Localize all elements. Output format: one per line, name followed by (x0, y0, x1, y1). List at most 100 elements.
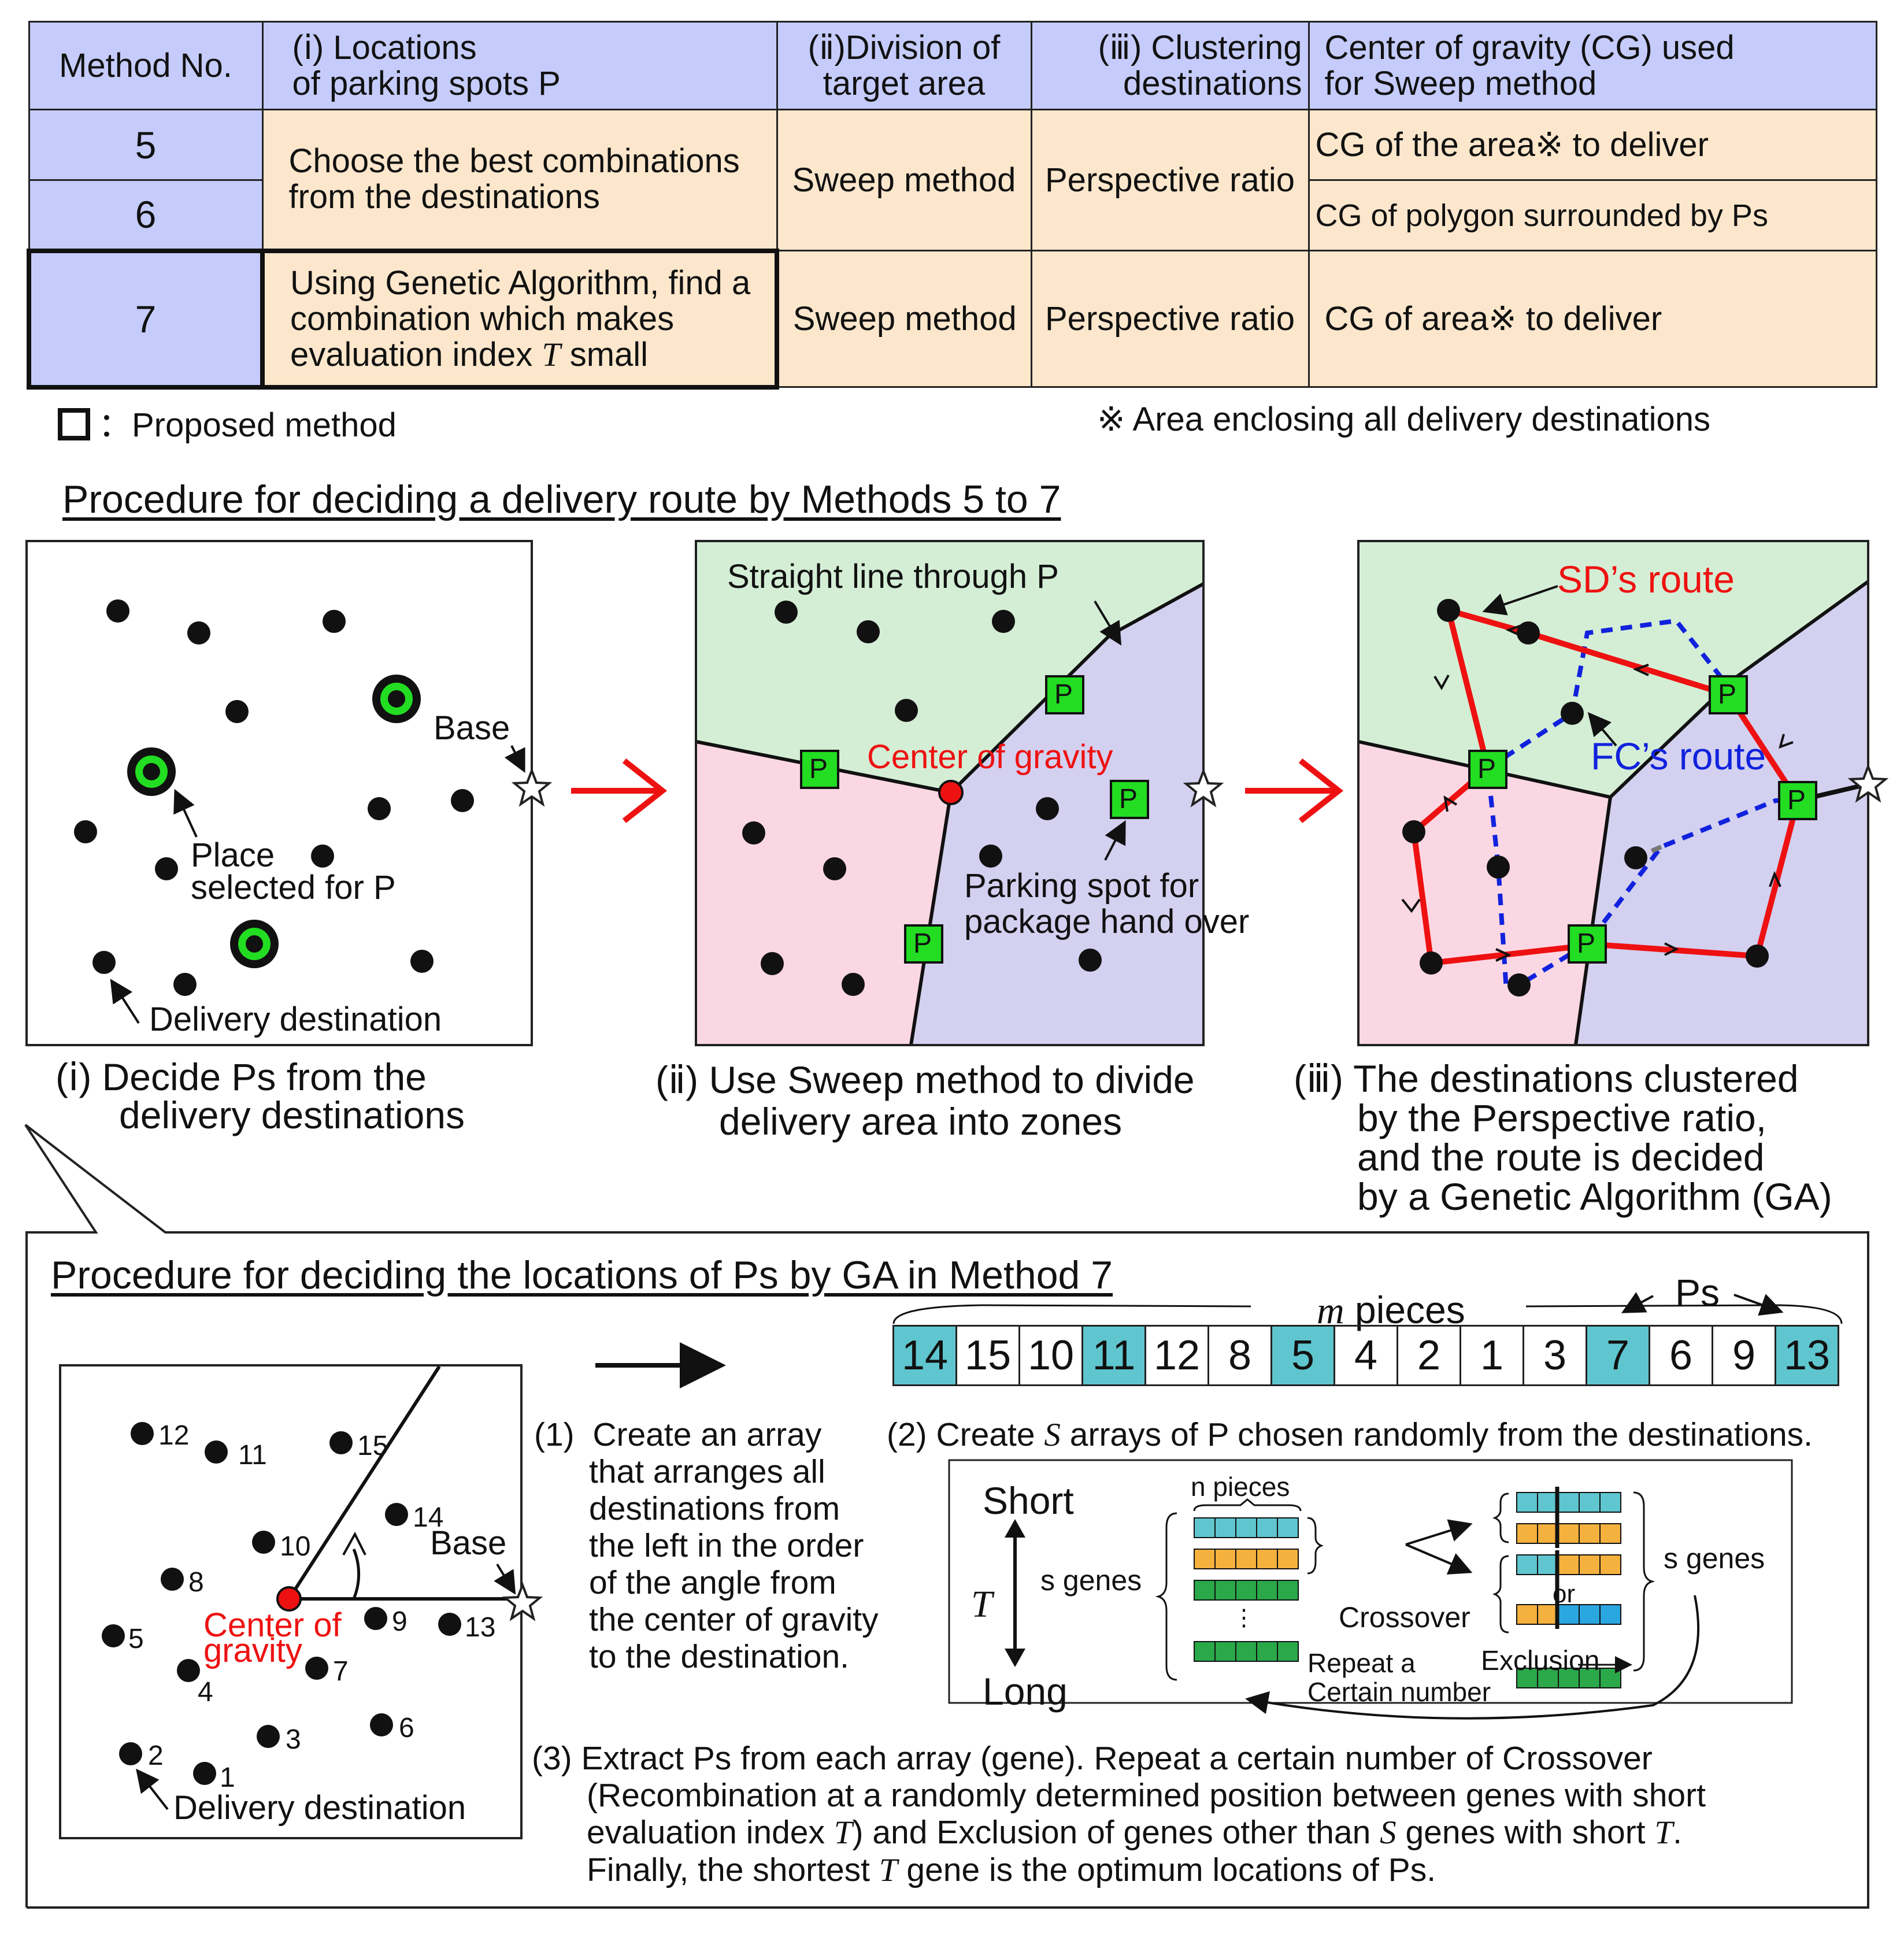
panel3-p-label-4: P (1577, 928, 1596, 959)
cell-clustering-5-6: Perspective ratio (1030, 109, 1310, 251)
panel1-destinations (74, 599, 474, 996)
gene-cell: 15 (957, 1327, 1020, 1384)
ga-exclusion-label: Exclusion (1481, 1646, 1600, 1676)
gene-cell: 8 (1209, 1327, 1272, 1384)
pt-label-1: 1 (220, 1762, 235, 1793)
gene-cell: 12 (1146, 1327, 1209, 1384)
cell-clustering-7: Perspective ratio (1030, 250, 1310, 388)
cell-locations-5-6: Choose the best combinations from the de… (261, 109, 778, 251)
procedure1-diagram (25, 540, 1889, 1046)
pt-label-5: 5 (128, 1624, 144, 1654)
ga-long-label: Long (983, 1670, 1068, 1713)
cell-division-5-6: Sweep method (776, 109, 1032, 251)
panel2-cg-label: Center of gravity (867, 738, 1113, 776)
panel2-p-label-4: P (913, 928, 932, 959)
header-locations: (ⅰ) Locations of parking spots P (261, 21, 778, 110)
ga-or-label: or (1553, 1580, 1576, 1608)
panel2-p-label-2: P (809, 754, 828, 784)
panel2-p-label-1: P (1054, 679, 1073, 710)
ga-left-genes (1194, 1517, 1299, 1662)
pt-label-8: 8 (188, 1567, 204, 1598)
row-method-6: 6 (28, 179, 264, 251)
pt-label-15: 15 (357, 1431, 388, 1461)
angle-center-of-gravity (276, 1586, 302, 1612)
area-note: ※ Area enclosing all delivery destinatio… (1097, 401, 1710, 438)
panel2-destinations (742, 601, 1102, 996)
panel2-caption: (ⅱ) Use Sweep method to divide delivery … (655, 1058, 1195, 1143)
angle-base-label: Base (430, 1524, 507, 1562)
panel3-destinations (1402, 599, 1769, 997)
gene-cell: 9 (1713, 1327, 1776, 1384)
panel3-base-star-icon (1847, 763, 1889, 803)
red-arrow-1-icon (571, 758, 668, 823)
methods-table: Method No. (ⅰ) Locations of parking spot… (27, 21, 1877, 390)
procedure2-title: Procedure for deciding the locations of … (51, 1253, 1113, 1297)
header-division: (ⅱ)Division of target area (776, 21, 1032, 110)
panel2-base-star-icon (1183, 768, 1224, 808)
header-clustering: (ⅲ) Clustering destinations (1030, 21, 1310, 110)
gene-cell: 1 (1461, 1327, 1524, 1384)
red-arrow-2-icon (1245, 758, 1344, 823)
panel2-parking-label: Parking spot for package hand over (964, 867, 1250, 940)
proposed-legend-box (58, 408, 90, 440)
gene-cell: 5 (1272, 1327, 1335, 1384)
panel3-p-label-1: P (1718, 679, 1737, 710)
row-method-7: 7 (27, 248, 265, 390)
ps-label: Ps (1675, 1271, 1720, 1314)
step2-text: (2) Create S arrays of P chosen randomly… (887, 1416, 1813, 1453)
gene-cell: 4 (1335, 1327, 1398, 1384)
angle-destinations (102, 1422, 461, 1785)
gene-cell: 14 (894, 1327, 957, 1384)
panel3-parking-spots (1468, 675, 1817, 964)
step3-text: (3) Extract Ps from each array (gene). R… (532, 1740, 1706, 1888)
cell-cg-6: CG of polygon surrounded by Ps (1307, 179, 1877, 251)
gene-cell: 13 (1776, 1327, 1838, 1384)
cell-cg-5: CG of the area※ to deliver (1307, 109, 1877, 181)
header-cg: Center of gravity (CG) used for Sweep me… (1307, 21, 1877, 110)
ga-t-label: T (971, 1583, 992, 1625)
panel3-p-label-2: P (1477, 754, 1496, 784)
pt-label-4: 4 (198, 1677, 213, 1708)
ga-repeat-label: Repeat a Certain number (1307, 1648, 1491, 1707)
step1-text: (1) Create an array that arranges all de… (534, 1416, 879, 1675)
ga-right-genes (1516, 1487, 1621, 1688)
cell-locations-7: Using Genetic Algorithm, find a combinat… (260, 248, 779, 390)
pt-label-11: 11 (238, 1440, 267, 1471)
panel2-line-label: Straight line through P (727, 558, 1059, 595)
panel3-fc-route (1485, 618, 1798, 993)
pt-label-6: 6 (399, 1713, 414, 1743)
pt-label-13: 13 (465, 1612, 496, 1643)
m-pieces-text: pieces (1355, 1288, 1465, 1331)
svg-text:⋮: ⋮ (1232, 1605, 1255, 1631)
pt-label-10: 10 (280, 1531, 311, 1562)
m-pieces-label: m pieces (1317, 1288, 1465, 1332)
ga-n-pieces-label: n pieces (1191, 1472, 1290, 1502)
m-pieces-brace (892, 1304, 1843, 1324)
repeat-loop-arrow (1245, 1595, 1699, 1720)
angle-base-star-icon (502, 1582, 543, 1621)
ga-s-genes-left-label: s genes (1040, 1564, 1142, 1597)
panel3-p-label-3: P (1787, 785, 1806, 816)
panel1-base-star-icon (511, 767, 553, 807)
gene-cell: 10 (1020, 1327, 1083, 1384)
panel3-sd-label: SD’s route (1557, 558, 1735, 601)
angle-dest-label: Delivery destination (173, 1789, 466, 1827)
pt-label-14: 14 (413, 1502, 444, 1533)
panel1-caption: (ⅰ) Decide Ps from the delivery destinat… (55, 1055, 465, 1136)
cell-cg-7: CG of area※ to deliver (1307, 250, 1877, 388)
panel3-caption: (ⅲ) The destinations clustered by the Pe… (1294, 1057, 1832, 1218)
gene-cell: 11 (1083, 1327, 1146, 1384)
pt-label-2: 2 (148, 1740, 164, 1771)
row-method-5: 5 (28, 109, 264, 181)
gene-cell: 6 (1650, 1327, 1713, 1384)
gene-cell: 3 (1524, 1327, 1587, 1384)
procedure1-title: Procedure for deciding a delivery route … (62, 477, 1061, 521)
panel2-p-label-3: P (1119, 784, 1138, 814)
ga-s-genes-right-label: s genes (1664, 1542, 1765, 1575)
pt-label-12: 12 (158, 1420, 190, 1451)
ga-short-label: Short (983, 1479, 1074, 1522)
cell-division-7: Sweep method (776, 250, 1032, 388)
